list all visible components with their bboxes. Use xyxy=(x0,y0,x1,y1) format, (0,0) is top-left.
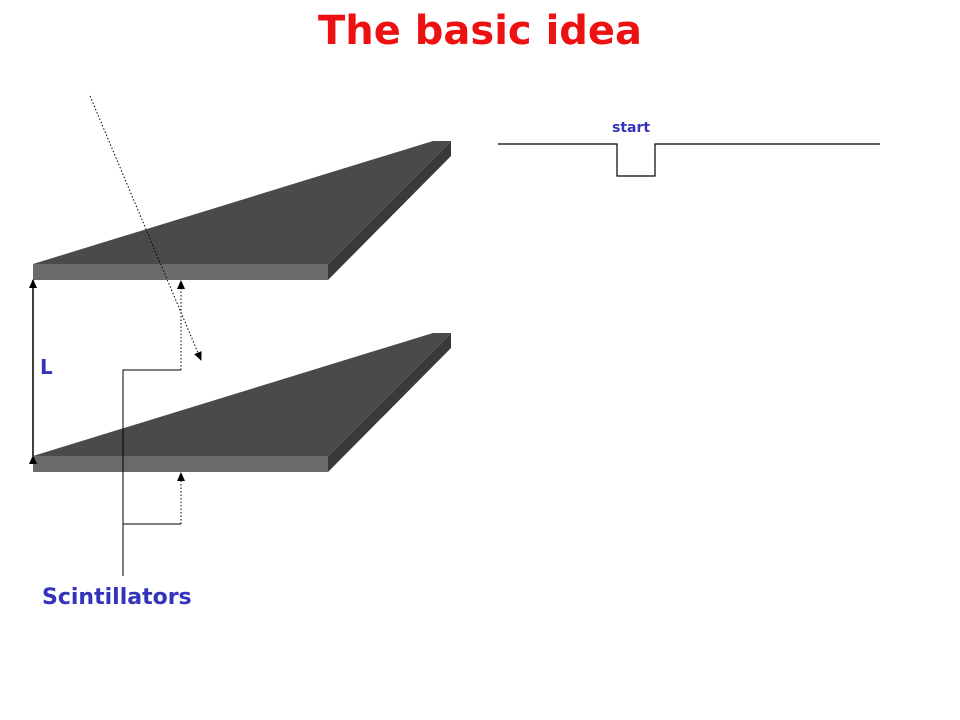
slide-title: The basic idea xyxy=(317,8,643,54)
slab-top-side xyxy=(328,141,451,280)
start-signal-label: start xyxy=(612,120,651,136)
distance-label: L xyxy=(40,355,53,379)
leader-line-main xyxy=(122,369,181,576)
scintillator-slab-bottom xyxy=(33,333,451,472)
slab-bottom-face xyxy=(33,333,451,456)
scintillators-label: Scintillators xyxy=(42,585,192,610)
slab-top-face xyxy=(33,141,451,264)
particle-track xyxy=(89,95,202,361)
scintillator-slab-top xyxy=(33,141,451,280)
slab-bottom-front xyxy=(33,456,328,472)
start-pulse-waveform xyxy=(498,143,880,177)
slab-bottom-side xyxy=(328,333,451,472)
slab-top-front xyxy=(33,264,328,280)
